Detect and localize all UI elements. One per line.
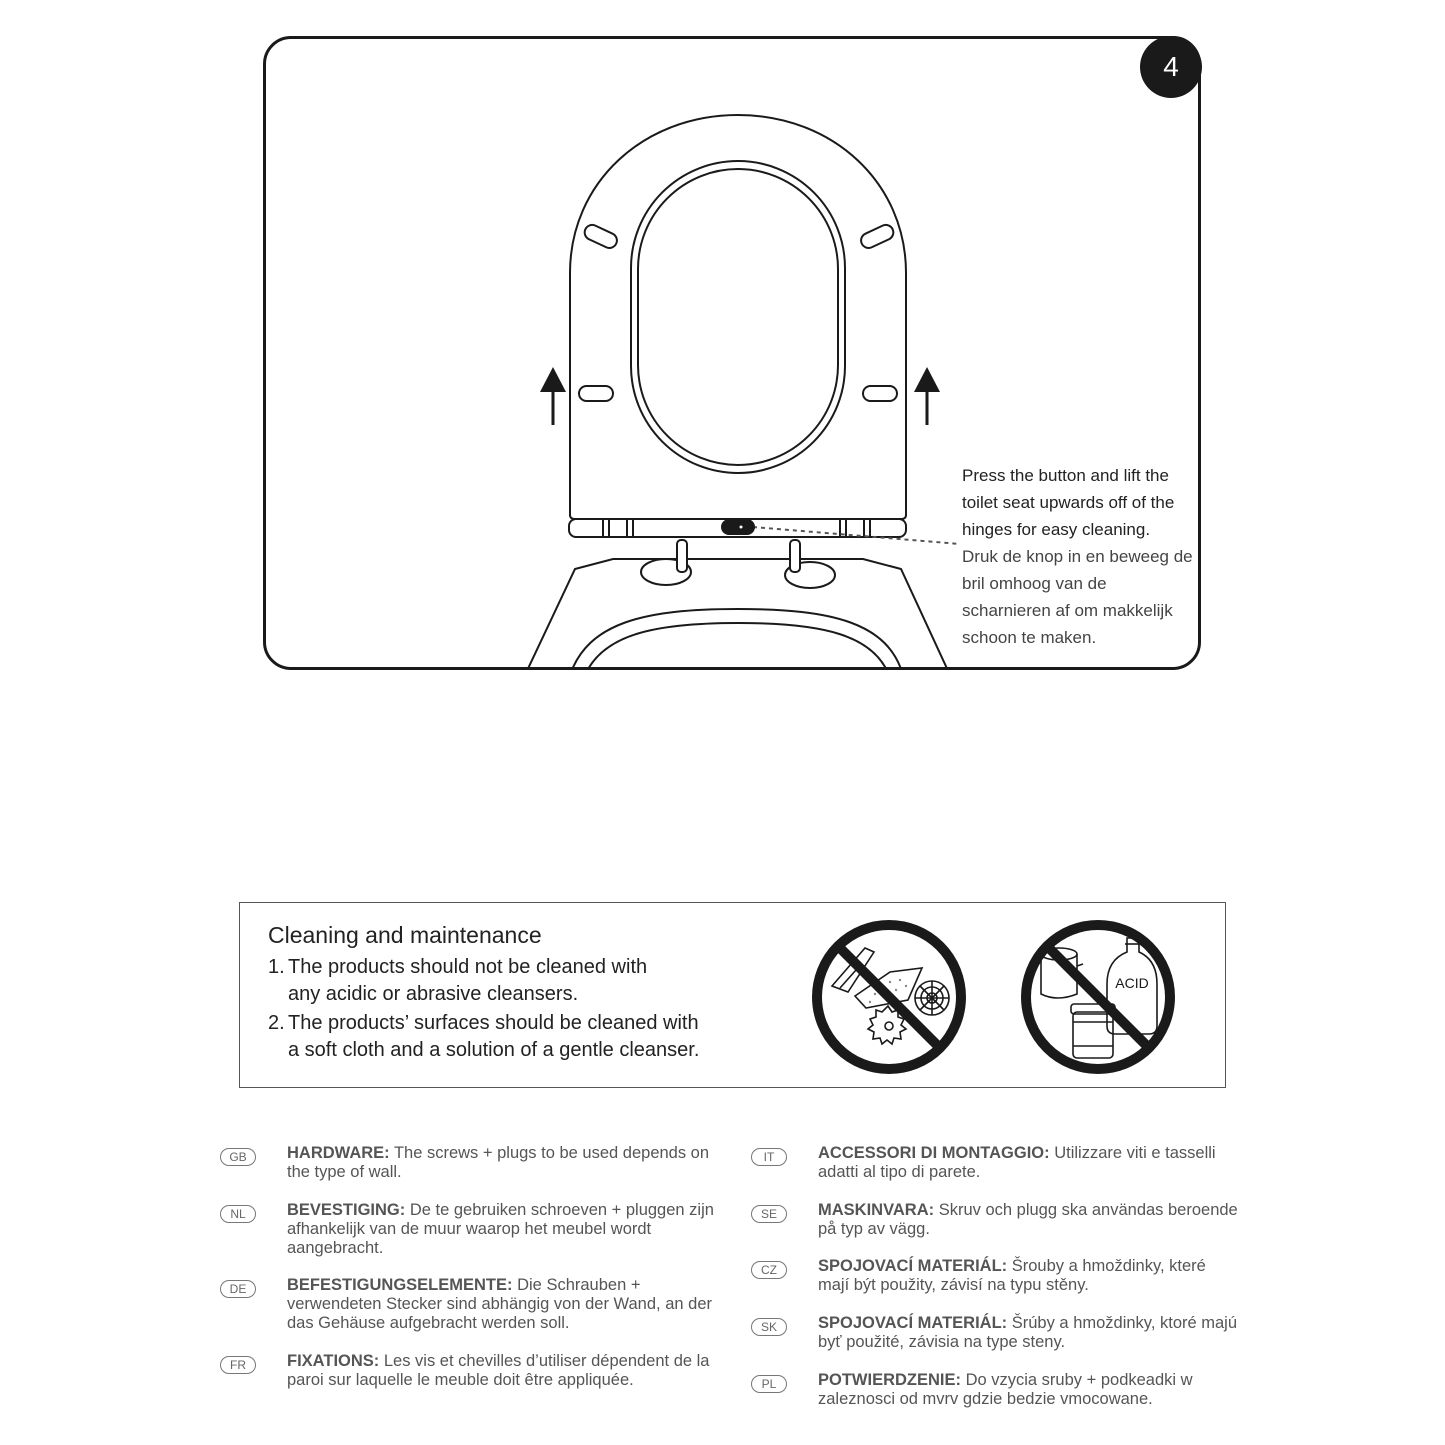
step-4-panel (263, 36, 1201, 670)
language-badge: PL (751, 1375, 787, 1393)
hardware-text: The screws + plugs to be used depends on… (287, 1144, 710, 1181)
seat-opening-outer (630, 160, 846, 474)
hardware-label: MASKINVARA: (818, 1201, 935, 1219)
hardware-text: Šrúby a hmoždinky, ktoré majú byť použit… (818, 1314, 1238, 1351)
release-button-icon (721, 519, 755, 535)
hardware-label: BEVESTIGING: (287, 1201, 406, 1219)
toilet-seat-illustration (527, 113, 961, 667)
language-badge: NL (220, 1205, 256, 1223)
item-line: The products’ surfaces should be cleaned… (288, 1012, 699, 1034)
step-number-badge: 4 (1140, 36, 1202, 98)
bumper-right-bottom (862, 385, 898, 402)
hardware-text: De te gebruiken schroeven + pluggen zijn… (287, 1201, 714, 1257)
bumper-right-top (860, 223, 895, 249)
hardware-label: SPOJOVACÍ MATERIÁL: (818, 1314, 1008, 1332)
language-badge: CZ (751, 1261, 787, 1279)
language-badge: FR (220, 1356, 256, 1374)
language-badge: SK (751, 1318, 787, 1336)
bumper-left-bottom (578, 385, 614, 402)
language-badge: IT (751, 1148, 787, 1166)
hardware-text: Šrouby a hmoždinky, které mají být použi… (818, 1257, 1206, 1294)
hardware-label: HARDWARE: (287, 1144, 390, 1162)
language-badge: DE (220, 1280, 256, 1298)
item-line: The products should not be cleaned with (288, 956, 648, 978)
item-number: 2. (268, 1012, 285, 1034)
seat-lid-outline (569, 113, 907, 520)
hardware-label: ACCESSORI DI MONTAGGIO: (818, 1144, 1050, 1162)
item-number: 1. (268, 956, 285, 978)
seat-opening-inner (637, 168, 839, 466)
arrow-up-icon (540, 367, 566, 425)
cleaning-item-2: 2.The products’ surfaces should be clean… (268, 1010, 788, 1064)
hardware-label: SPOJOVACÍ MATERIÁL: (818, 1257, 1008, 1275)
cleaning-maintenance-box (239, 902, 1226, 1088)
instruction-text-en: Press the button and lift the toilet sea… (962, 466, 1175, 539)
hardware-text: Do vzycia sruby + podkeadki w zaleznosci… (818, 1371, 1193, 1408)
item-line: a soft cloth and a solution of a gentle … (288, 1039, 700, 1061)
item-line: any acidic or abrasive cleansers. (288, 983, 579, 1005)
arrow-up-icon (914, 367, 940, 425)
step-number: 4 (1163, 51, 1179, 82)
hardware-label: FIXATIONS: (287, 1352, 380, 1370)
language-badge: GB (220, 1148, 256, 1166)
hardware-text: Les vis et chevilles d’utiliser dépenden… (287, 1352, 710, 1389)
toilet-bowl-outline (527, 558, 948, 667)
hardware-label: POTWIERDZENIE: (818, 1371, 961, 1389)
hardware-text: Utilizzare viti e tasselli adatti al tip… (818, 1144, 1216, 1181)
cleaning-item-1: 1.The products should not be cleaned wit… (268, 954, 788, 1008)
acid-label: ACID (1115, 975, 1148, 991)
no-abrasive-tools-icon (812, 920, 966, 1074)
instruction-text-nl: Druk de knop in en beweeg de bril omhoog… (962, 547, 1193, 647)
language-badge: SE (751, 1205, 787, 1223)
no-acid-cleanser-icon: ACID (1021, 920, 1175, 1074)
toilet-bowl-rim (572, 607, 902, 667)
cleaning-title: Cleaning and maintenance (268, 922, 542, 948)
hardware-label: BEFESTIGUNGSELEMENTE: (287, 1276, 513, 1294)
hardware-text: Skruv och plugg ska användas beroende på… (818, 1201, 1238, 1238)
hardware-text: Die Schrauben + verwendeten Stecker sind… (287, 1276, 712, 1332)
bumper-left-top (583, 223, 618, 249)
